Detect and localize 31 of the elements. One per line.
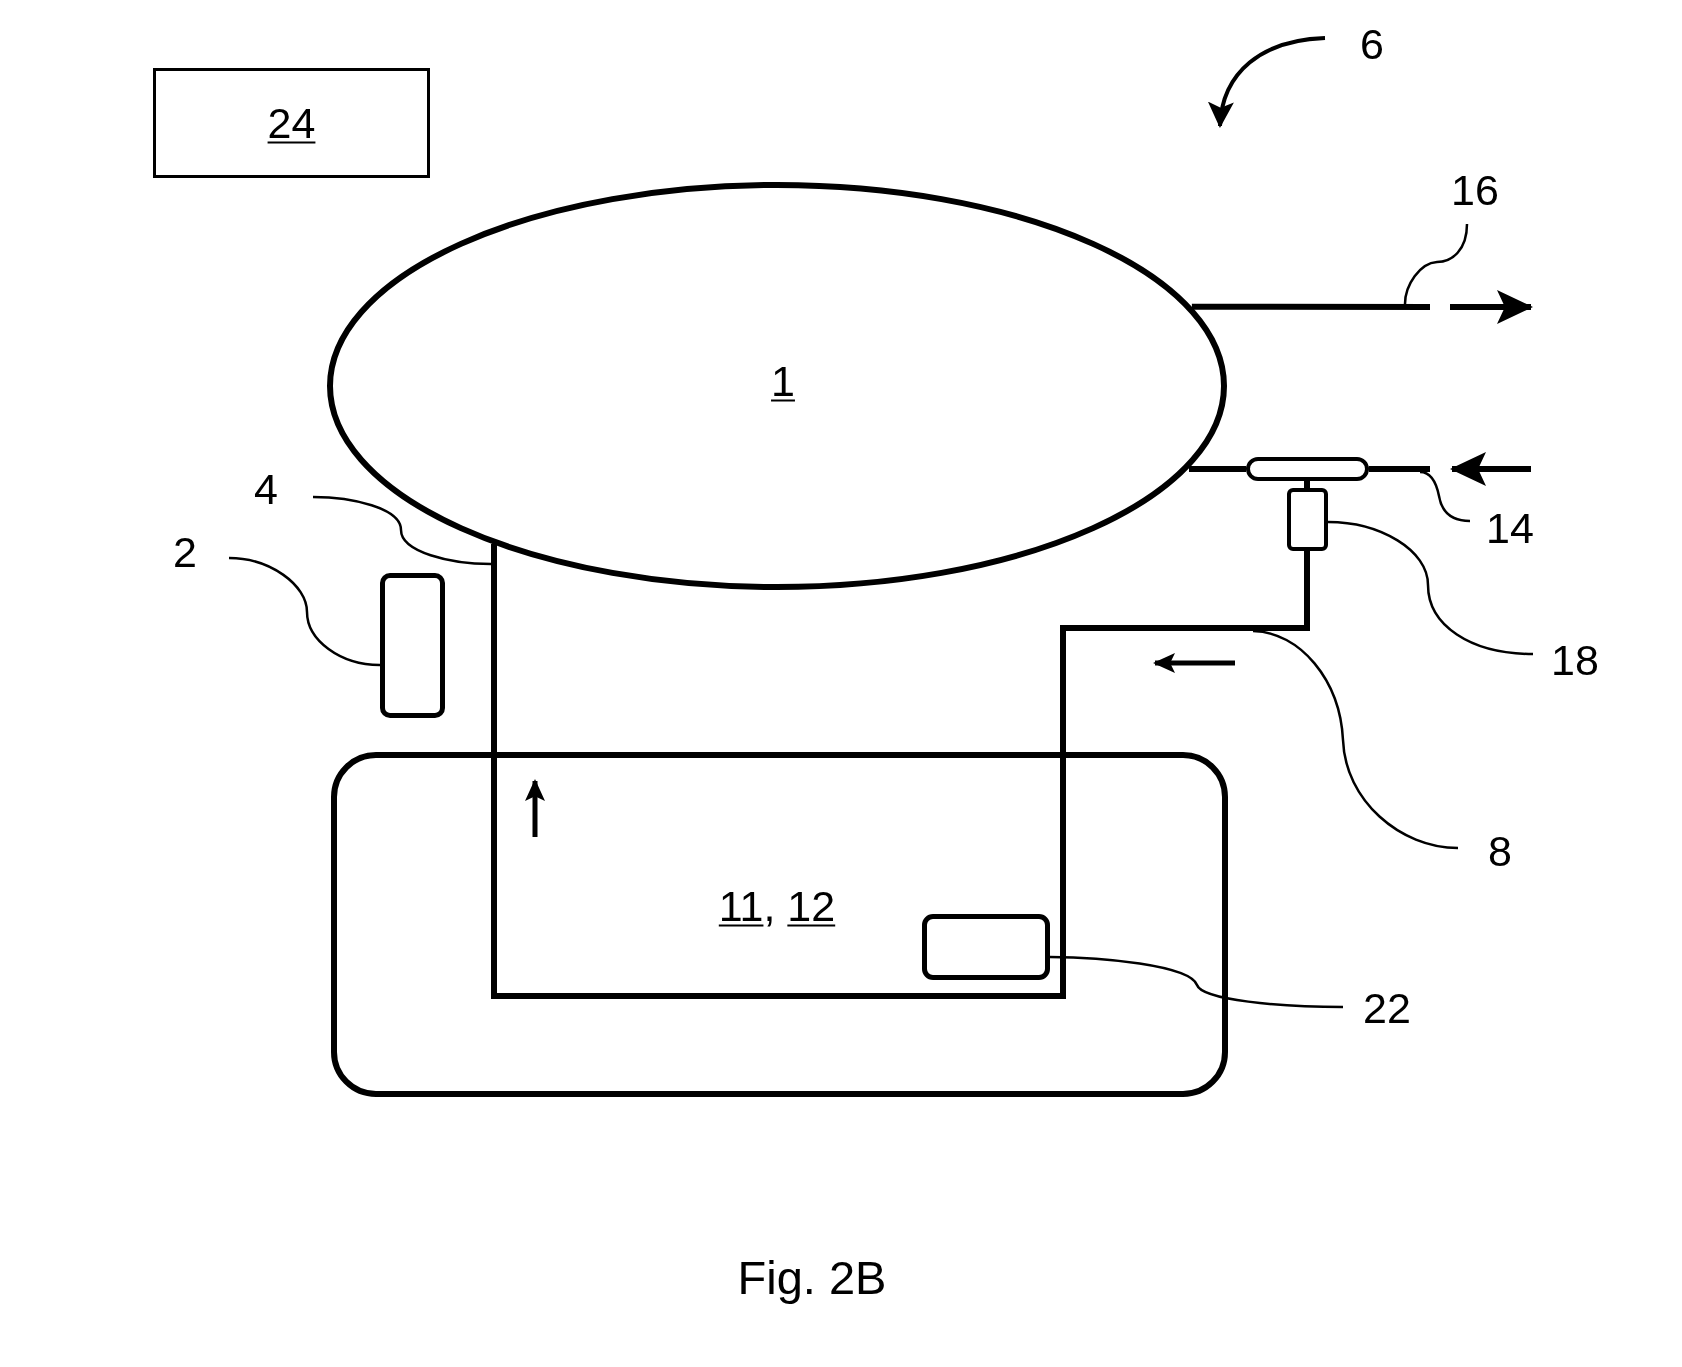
pipe-line xyxy=(1304,481,1310,488)
component-box xyxy=(922,914,1050,980)
reference-numeral: 14 xyxy=(1486,506,1534,550)
leader-line xyxy=(312,495,492,566)
reference-numeral: 18 xyxy=(1551,638,1599,682)
reference-arrow xyxy=(1209,36,1326,128)
reference-numeral: 8 xyxy=(1488,829,1512,873)
reference-numeral: 16 xyxy=(1451,168,1499,212)
leader-line xyxy=(1050,955,1343,1009)
rounded-box xyxy=(331,752,1228,1097)
component-box xyxy=(380,573,445,718)
leader-line xyxy=(1327,520,1534,656)
reference-numeral: 11, 12 xyxy=(718,884,836,928)
reference-numeral: 24 xyxy=(267,101,316,145)
oval-outline xyxy=(327,182,1227,590)
labelled-box xyxy=(153,68,430,178)
leader-line xyxy=(1403,223,1469,305)
pipe-line xyxy=(1369,466,1430,472)
leader-line xyxy=(1419,470,1471,523)
pipe-line xyxy=(1191,303,1430,310)
reference-numeral: 4 xyxy=(254,467,278,511)
reference-numeral: 22 xyxy=(1363,986,1411,1030)
capsule-component xyxy=(1246,457,1369,481)
pipe-line xyxy=(1189,466,1246,472)
pipe-line xyxy=(491,543,1310,999)
reference-numeral: 2 xyxy=(173,530,197,574)
reference-numeral: 1 xyxy=(771,359,795,403)
reference-numeral: 6 xyxy=(1360,22,1384,66)
component-box xyxy=(1287,488,1328,551)
leader-line xyxy=(1252,629,1459,850)
leader-line xyxy=(228,556,381,667)
